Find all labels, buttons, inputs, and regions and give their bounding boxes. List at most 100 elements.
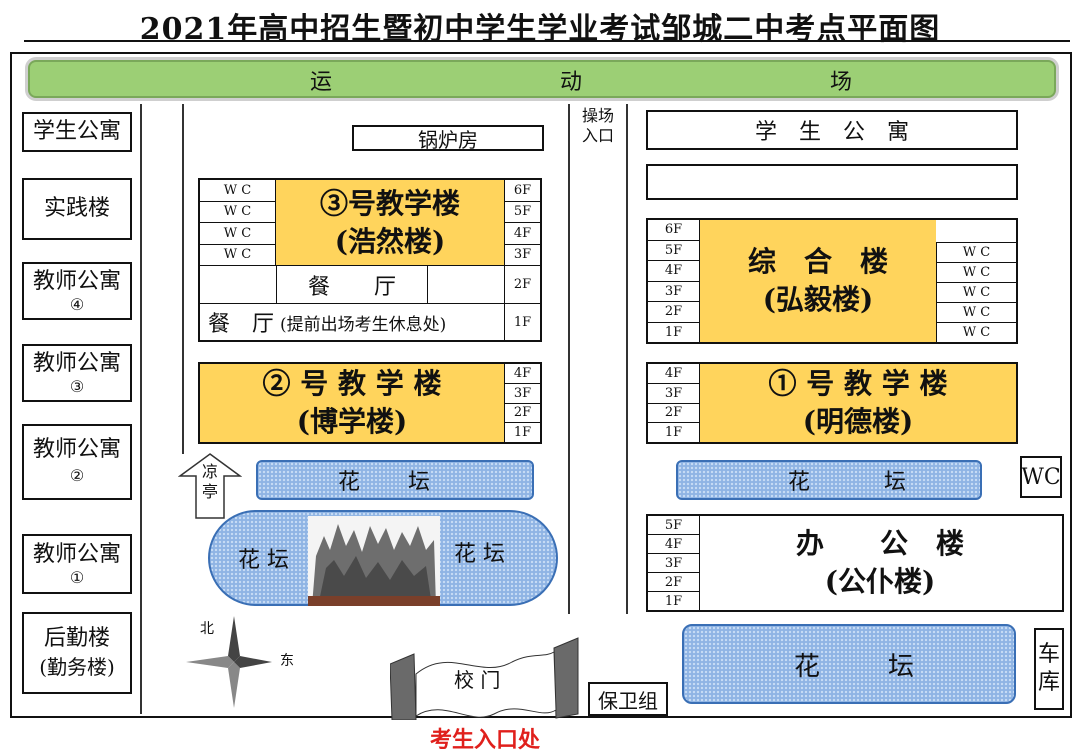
compass-icon: [186, 616, 272, 708]
student-dorm-left-label: 学生公寓: [32, 119, 121, 144]
logistics-alt: (勤务楼): [39, 655, 115, 679]
teacher-apartment-3[interactable]: 教师公寓 ③: [22, 344, 132, 402]
floor-label: 2F: [648, 573, 699, 592]
complex-wc: W C: [937, 263, 1016, 283]
flower-bed-left-char: 花: [338, 470, 361, 495]
office-name: 办 公 楼: [795, 527, 964, 560]
floor-label: 3F: [513, 247, 532, 263]
flower-bed-bottom[interactable]: 花 坛: [682, 624, 1016, 704]
building2-alt: (博学楼): [296, 405, 408, 438]
floor-label: 6F: [648, 220, 699, 241]
field-char-2: 动: [560, 70, 583, 95]
practice-building[interactable]: 实践楼: [22, 178, 132, 240]
building3-name: ③号教学楼: [319, 186, 460, 220]
floor-label: 3F: [648, 282, 699, 302]
compass-east: 东: [280, 653, 294, 669]
flower-bed-right-char: 花: [788, 470, 811, 495]
complex-name: 综 合 楼: [747, 245, 888, 278]
flower-bed-right-char: 坛: [884, 470, 907, 495]
building3-main: ③号教学楼 (浩然楼): [276, 180, 504, 266]
teaching-building-3[interactable]: W C W C W C W C ③号教学楼 (浩然楼) 6F 5F 4F 3F …: [198, 178, 542, 342]
garage-label: 车 库: [1037, 642, 1060, 695]
logistics-label: 后勤楼: [43, 626, 110, 651]
teacher-apt-2-label: 教师公寓: [32, 437, 121, 462]
complex-wc: W C: [962, 325, 991, 340]
building3-canteen-2f: 餐 厅: [200, 266, 504, 304]
building3-alt: (浩然楼): [334, 224, 446, 258]
floor-label: 4F: [505, 223, 540, 245]
road-line-left-1: [140, 104, 142, 714]
building2-name: ② 号 教 学 楼: [262, 367, 442, 400]
security-office[interactable]: 保卫组: [588, 682, 668, 716]
floor-label: 1F: [664, 593, 683, 609]
teaching-building-2[interactable]: ② 号 教 学 楼 (博学楼) 4F 3F 2F 1F: [198, 362, 542, 444]
security-label: 保卫组: [598, 688, 658, 713]
school-gate-label: 校 门: [454, 668, 501, 692]
logistics-building[interactable]: 后勤楼 (勤务楼): [22, 612, 132, 694]
examinee-entrance-label: 考生入口处: [430, 727, 541, 753]
flower-bed-round-right: 花 坛: [454, 542, 505, 567]
floor-label: 5F: [648, 516, 699, 535]
teacher-apt-4-label: 教师公寓: [32, 269, 121, 294]
floor-label: 2F: [504, 266, 540, 304]
campus-boundary: [10, 52, 1072, 718]
student-dorm-left[interactable]: 学生公寓: [22, 112, 132, 152]
building3-wc-column: W C W C W C W C: [200, 180, 276, 266]
wc-standalone[interactable]: WC: [1020, 456, 1062, 498]
school-gate-icon[interactable]: [390, 634, 580, 720]
building1-name: ① 号 教 学 楼: [768, 367, 948, 400]
building3-floor-labels: 6F 5F 4F 3F: [504, 180, 540, 266]
teacher-apartment-4[interactable]: 教师公寓 ④: [22, 262, 132, 320]
office-building[interactable]: 5F 4F 3F 2F 1F 办 公 楼 (公仆楼): [646, 514, 1064, 612]
field-char-1: 运: [310, 70, 333, 95]
garage[interactable]: 车 库: [1034, 628, 1064, 710]
building3-canteen-1f: 餐 厅 (提前出场考生休息处): [200, 304, 504, 340]
complex-alt: (弘毅楼): [762, 283, 874, 316]
floor-label: 3F: [648, 384, 699, 404]
complex-main: 综 合 楼 (弘毅楼): [700, 220, 936, 342]
floor-label: 5F: [505, 202, 540, 223]
teaching-building-1[interactable]: 4F 3F 2F 1F ① 号 教 学 楼 (明德楼): [646, 362, 1018, 444]
title-underline: [24, 40, 1070, 42]
building1-floor-labels: 4F 3F 2F 1F: [648, 364, 700, 442]
road-line-center-2: [626, 104, 628, 614]
building1-main: ① 号 教 学 楼 (明德楼): [700, 364, 1016, 442]
floor-label: 2F: [505, 404, 540, 424]
student-dorm-right[interactable]: 学 生 公 寓: [646, 110, 1018, 150]
office-floor-labels: 5F 4F 3F 2F 1F: [648, 516, 700, 610]
floor-label: 3F: [648, 554, 699, 573]
flower-bed-left[interactable]: 花 坛: [256, 460, 534, 500]
teacher-apt-4-num: ④: [69, 295, 85, 314]
teacher-apartment-2[interactable]: 教师公寓 ②: [22, 424, 132, 500]
complex-building[interactable]: 6F 5F 4F 3F 2F 1F 综 合 楼 (弘毅楼) W C W C W …: [646, 218, 1018, 344]
complex-wc: W C: [937, 303, 1016, 323]
boiler-room-label: 锅炉房: [418, 127, 478, 152]
road-line-center-1: [568, 104, 570, 614]
building1-alt: (明德楼): [802, 405, 914, 438]
rockery-image: [308, 516, 440, 606]
pavilion-arrow-icon: [178, 453, 242, 519]
flower-bed-right[interactable]: 花 坛: [676, 460, 982, 500]
floor-label: 4F: [648, 535, 699, 554]
floor-label: 5F: [648, 241, 699, 261]
floor-label: 4F: [505, 364, 540, 384]
complex-wc: W C: [937, 283, 1016, 303]
canteen-1f-label: 餐 厅: [208, 312, 275, 337]
teacher-apartment-1[interactable]: 教师公寓 ①: [22, 534, 132, 594]
building3-wc: W C: [223, 247, 252, 263]
floor-label: 4F: [648, 364, 699, 384]
boiler-room[interactable]: 锅炉房: [352, 125, 544, 152]
unlabeled-building[interactable]: [646, 164, 1018, 200]
sports-field[interactable]: 运 动 场: [28, 60, 1056, 98]
floor-label: 1F: [504, 304, 540, 340]
floor-label: 1F: [664, 425, 683, 441]
canteen-2f-label: 餐 厅: [276, 266, 428, 304]
road-line-left-2: [182, 104, 184, 454]
teacher-apt-3-label: 教师公寓: [32, 351, 121, 376]
teacher-apt-3-num: ③: [69, 377, 85, 396]
building2-floor-labels: 4F 3F 2F 1F: [504, 364, 540, 442]
building3-wc: W C: [200, 223, 275, 245]
floor-label: 4F: [648, 261, 699, 282]
teacher-apt-2-num: ②: [69, 466, 85, 485]
complex-wc: W C: [937, 243, 1016, 263]
